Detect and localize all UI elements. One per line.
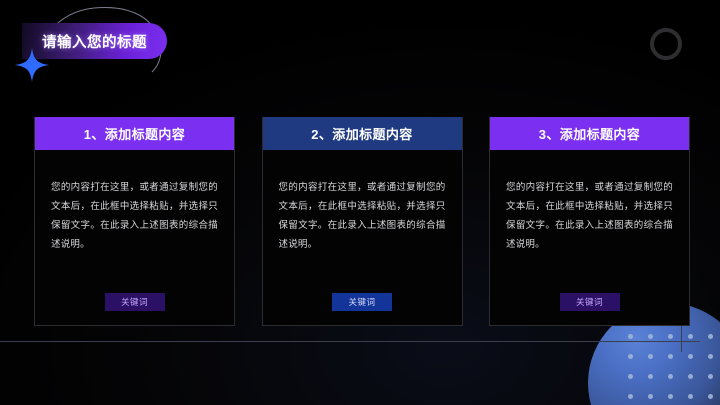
card-header-3: 3、添加标题内容 — [490, 117, 689, 150]
horizontal-rule-decoration — [0, 341, 700, 342]
dot-grid-icon — [628, 334, 720, 405]
card-group: 1、添加标题内容 您的内容打在这里，或者通过复制您的文本后，在此框中选择粘贴，并… — [34, 117, 690, 326]
four-point-sparkle-icon — [15, 48, 49, 82]
circle-outline-icon — [650, 28, 682, 60]
card-description-1: 您的内容打在这里，或者通过复制您的文本后，在此框中选择粘贴，并选择只保留文字。在… — [51, 182, 218, 250]
card-header-2: 2、添加标题内容 — [262, 117, 462, 150]
content-card-3: 3、添加标题内容 您的内容打在这里，或者通过复制您的文本后，在此框中选择粘贴，并… — [489, 117, 690, 326]
card-title-3: 3、添加标题内容 — [538, 127, 641, 142]
card-body-2: 您的内容打在这里，或者通过复制您的文本后，在此框中选择粘贴，并选择只保留文字。在… — [263, 150, 462, 325]
card-description-3: 您的内容打在这里，或者通过复制您的文本后，在此框中选择粘贴，并选择只保留文字。在… — [506, 182, 673, 250]
keyword-button-1[interactable]: 关键词 — [104, 293, 165, 311]
page-title: 请输入您的标题 — [42, 34, 147, 51]
card-footer-1: 关键词 — [51, 293, 218, 325]
keyword-button-2[interactable]: 关键词 — [332, 293, 392, 311]
keyword-button-3[interactable]: 关键词 — [559, 293, 620, 311]
card-body-3: 您的内容打在这里，或者通过复制您的文本后，在此框中选择粘贴，并选择只保留文字。在… — [490, 150, 689, 325]
slide-title-banner: 请输入您的标题 — [22, 23, 167, 59]
card-header-1: 1、添加标题内容 — [35, 117, 234, 150]
card-footer-2: 关键词 — [279, 293, 446, 325]
card-footer-3: 关键词 — [506, 293, 673, 325]
content-card-1: 1、添加标题内容 您的内容打在这里，或者通过复制您的文本后，在此框中选择粘贴，并… — [34, 117, 235, 326]
card-title-2: 2、添加标题内容 — [311, 127, 413, 142]
card-body-1: 您的内容打在这里，或者通过复制您的文本后，在此框中选择粘贴，并选择只保留文字。在… — [35, 150, 234, 325]
card-title-1: 1、添加标题内容 — [83, 127, 186, 142]
content-card-2: 2、添加标题内容 您的内容打在这里，或者通过复制您的文本后，在此框中选择粘贴，并… — [261, 117, 463, 326]
card-description-2: 您的内容打在这里，或者通过复制您的文本后，在此框中选择粘贴，并选择只保留文字。在… — [278, 182, 446, 250]
